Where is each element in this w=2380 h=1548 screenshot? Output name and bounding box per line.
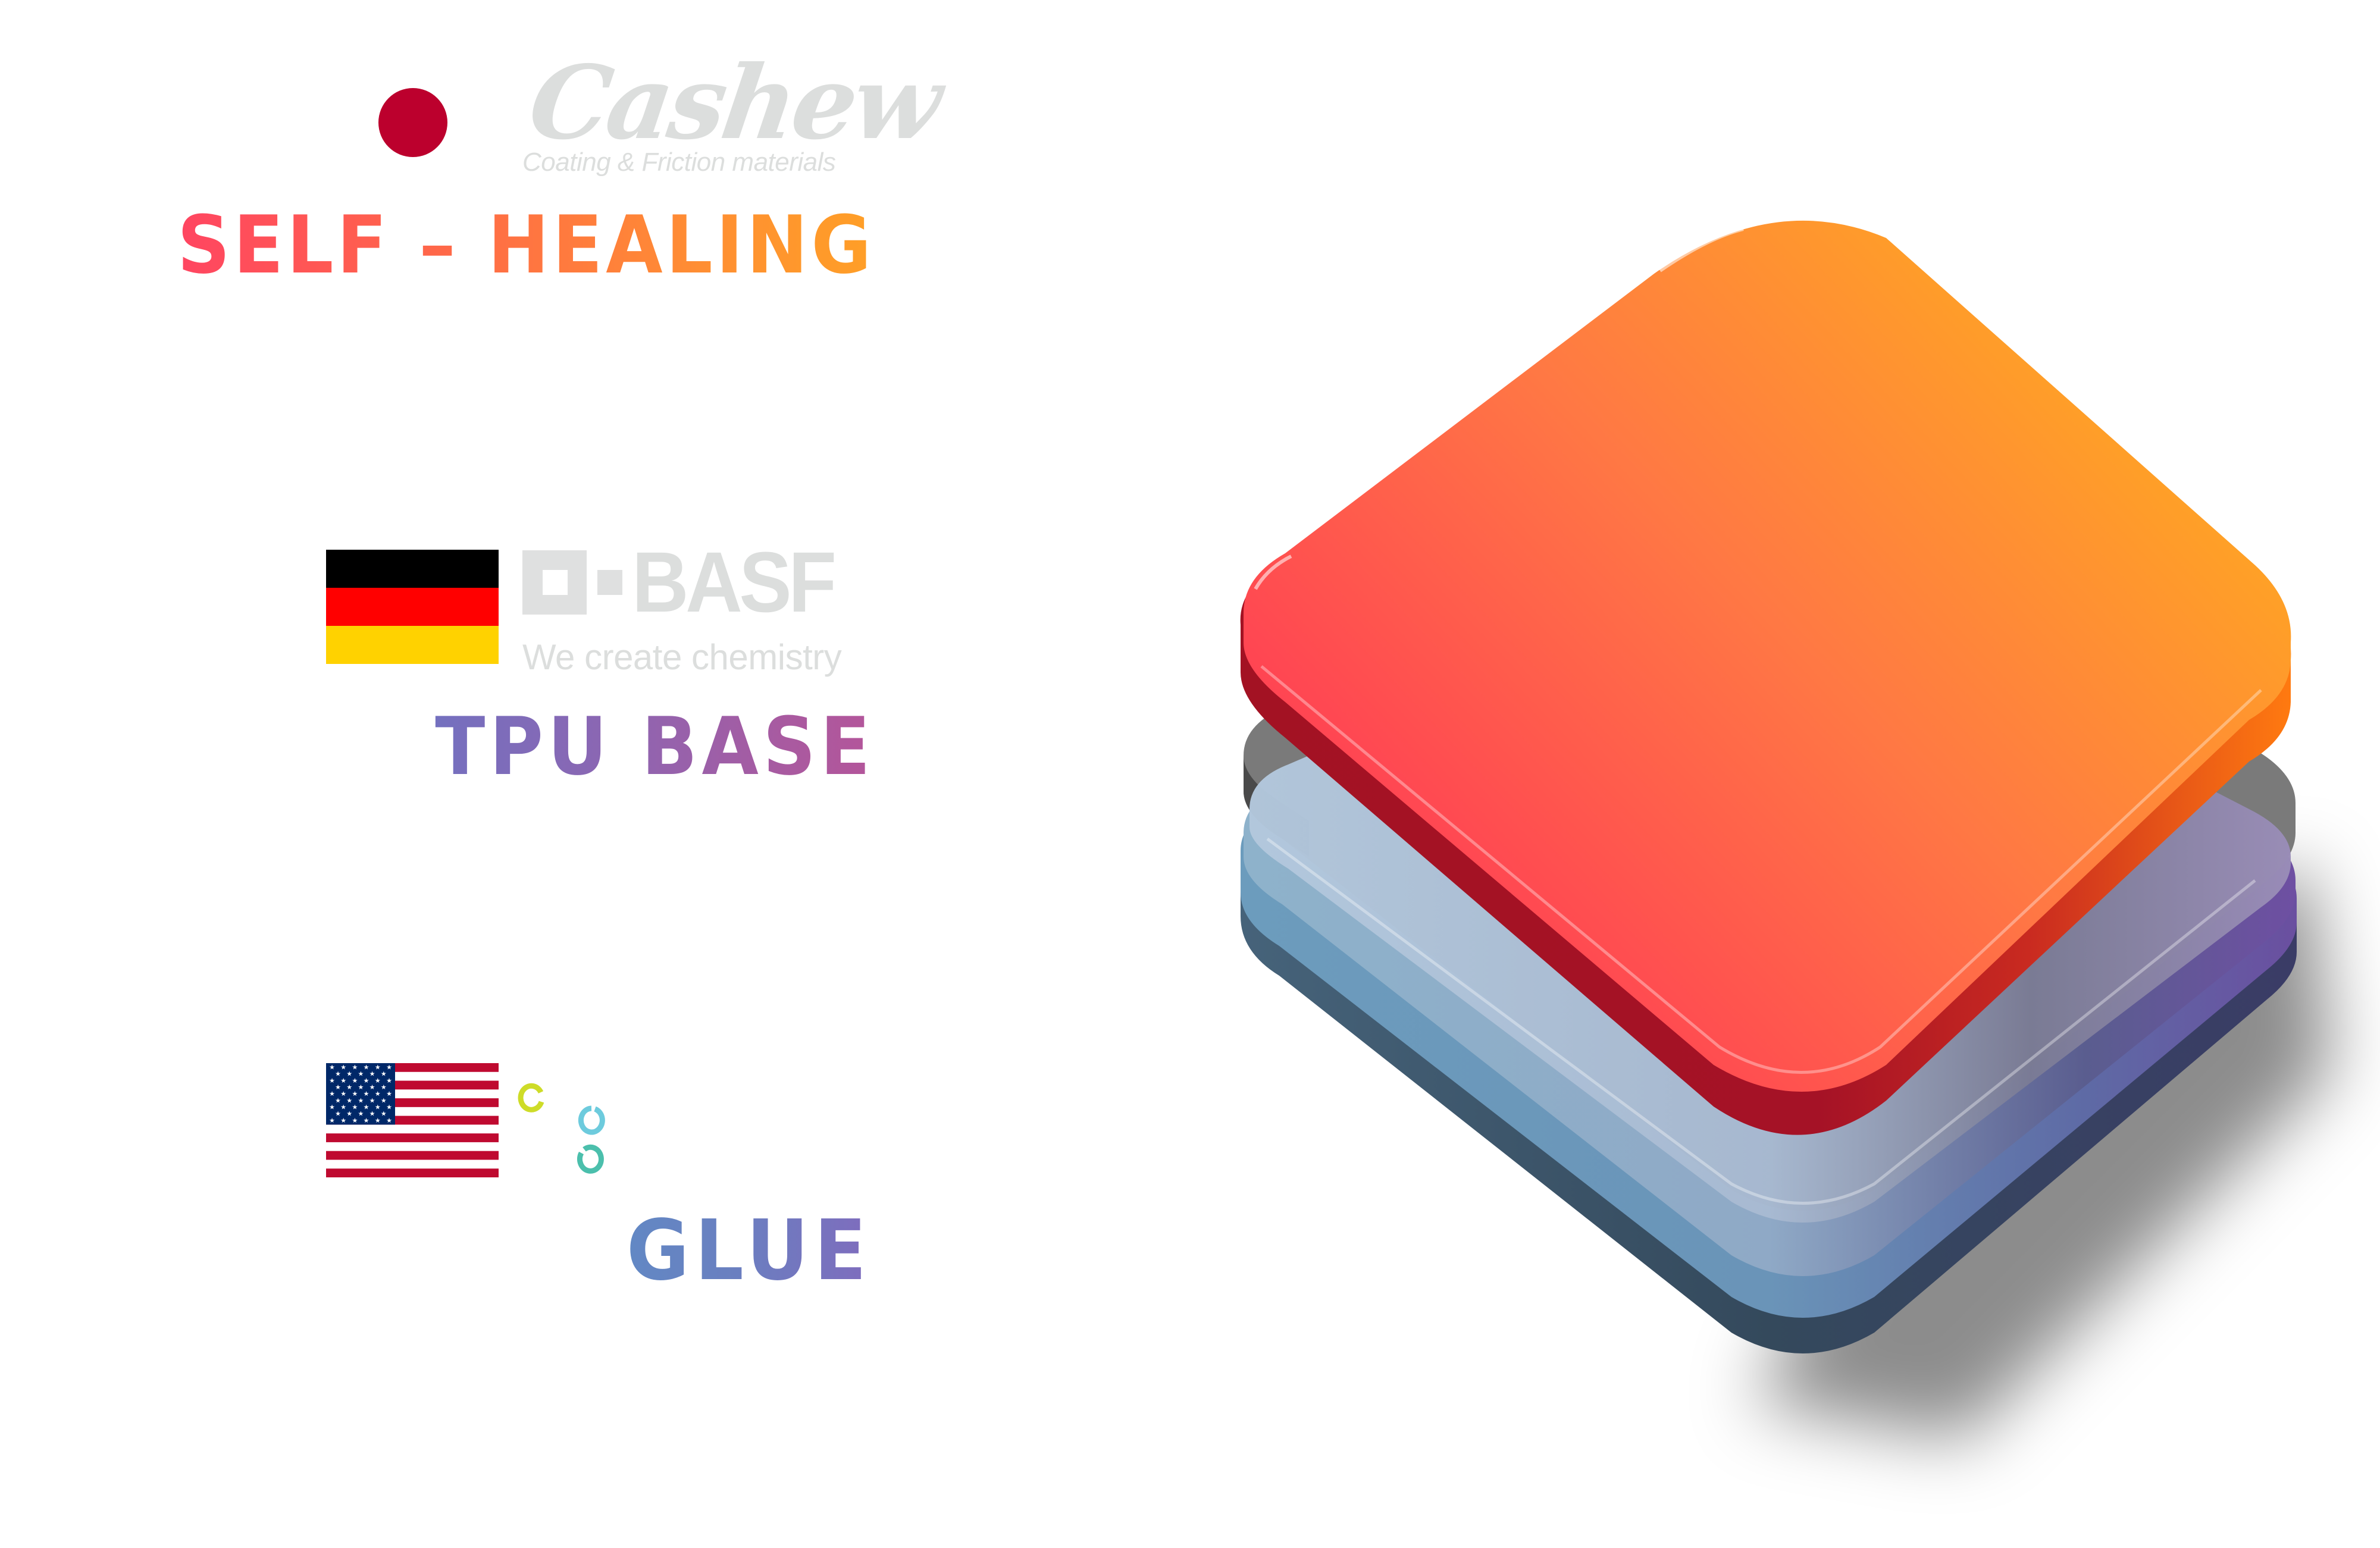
usa-flag-star-icon: ★ <box>364 1090 369 1098</box>
usa-flag-star-icon: ★ <box>335 1070 341 1078</box>
basf-square-small-icon <box>597 570 622 595</box>
usa-flag-star-icon: ★ <box>369 1070 375 1078</box>
usa-flag-star-icon: ★ <box>340 1090 346 1098</box>
usa-flag-canton <box>326 1063 395 1125</box>
usa-flag-stripe <box>326 1160 499 1169</box>
glue-title: GLUE <box>626 1202 872 1299</box>
usa-flag-star-icon: ★ <box>352 1064 358 1071</box>
cashew-logo-tagline: Coating & Friction materials <box>522 148 836 177</box>
usa-flag-stripe <box>326 1168 499 1177</box>
usa-flag-star-icon: ★ <box>381 1070 387 1078</box>
usa-flag-star-icon: ★ <box>369 1083 375 1091</box>
usa-flag-star-icon: ★ <box>346 1110 352 1118</box>
usa-flag-stripe <box>326 1151 499 1160</box>
usa-flag-star-icon: ★ <box>329 1064 335 1071</box>
usa-flag-star-icon: ★ <box>369 1096 375 1104</box>
japan-flag-icon <box>378 88 447 157</box>
usa-flag-star-icon: ★ <box>329 1117 335 1124</box>
usa-flag-star-icon: ★ <box>335 1083 341 1091</box>
usa-flag-star-icon: ★ <box>358 1083 364 1091</box>
usa-flag-star-icon: ★ <box>329 1090 335 1098</box>
usa-flag-star-icon: ★ <box>375 1090 381 1098</box>
germany-flag-black-stripe <box>326 550 499 588</box>
self-healing-plate-gloss <box>1254 227 1744 590</box>
tpu-base-title: TPU BASE <box>435 700 875 793</box>
usa-flag-star-icon: ★ <box>375 1104 381 1111</box>
usa-flag-stripe <box>326 1124 499 1134</box>
basf-logo: BASF <box>522 534 851 630</box>
usa-flag-star-icon: ★ <box>375 1077 381 1085</box>
basf-logo-wordmark: BASF <box>632 534 837 630</box>
usa-flag-star-icon: ★ <box>386 1077 392 1085</box>
usa-flag-star-icon: ★ <box>352 1090 358 1098</box>
ring-cyan-icon <box>578 1105 605 1135</box>
usa-flag-star-icon: ★ <box>346 1096 352 1104</box>
usa-flag-star-icon: ★ <box>369 1110 375 1118</box>
usa-flag-stripe <box>326 1133 499 1143</box>
usa-flag-star-icon: ★ <box>364 1077 369 1085</box>
usa-flag-star-icon: ★ <box>335 1110 341 1118</box>
usa-flag-star-icon: ★ <box>329 1104 335 1111</box>
usa-flag-star-icon: ★ <box>340 1104 346 1111</box>
three-open-rings-icon <box>518 1083 605 1174</box>
germany-flag-red-stripe <box>326 588 499 626</box>
usa-flag-star-icon: ★ <box>386 1117 392 1124</box>
usa-flag-star-icon: ★ <box>358 1070 364 1078</box>
usa-flag-star-icon: ★ <box>381 1110 387 1118</box>
usa-flag-star-icon: ★ <box>375 1064 381 1071</box>
usa-flag-star-icon: ★ <box>364 1117 369 1124</box>
usa-flag-star-icon: ★ <box>352 1104 358 1111</box>
usa-flag-star-icon: ★ <box>340 1064 346 1071</box>
usa-flag-star-icon: ★ <box>364 1104 369 1111</box>
usa-flag-star-icon: ★ <box>386 1064 392 1071</box>
usa-flag-star-icon: ★ <box>340 1117 346 1124</box>
ring-teal-icon <box>577 1144 604 1174</box>
usa-flag-star-icon: ★ <box>386 1104 392 1111</box>
usa-flag-star-icon: ★ <box>346 1070 352 1078</box>
self-healing-plate-highlight <box>1260 665 2262 1074</box>
layer-stack-illustration <box>1240 220 2332 1440</box>
usa-flag-star-icon: ★ <box>335 1096 341 1104</box>
usa-flag-stripe <box>326 1142 499 1151</box>
usa-flag-star-icon: ★ <box>346 1083 352 1091</box>
usa-flag-star-icon: ★ <box>340 1077 346 1085</box>
usa-flag-star-icon: ★ <box>381 1096 387 1104</box>
usa-flag-star-icon: ★ <box>375 1117 381 1124</box>
germany-flag-gold-stripe <box>326 626 499 664</box>
basf-square-outline-icon <box>522 550 587 615</box>
usa-flag-star-icon: ★ <box>381 1083 387 1091</box>
germany-flag-icon <box>326 550 499 664</box>
self-healing-title: SELF – HEALING <box>177 199 875 292</box>
usa-flag-star-icon: ★ <box>358 1096 364 1104</box>
usa-flag-star-icon: ★ <box>364 1064 369 1071</box>
ring-lime-icon <box>518 1083 544 1113</box>
usa-flag-star-icon: ★ <box>352 1077 358 1085</box>
usa-flag-star-icon: ★ <box>329 1077 335 1085</box>
usa-flag-star-icon: ★ <box>386 1090 392 1098</box>
usa-flag-star-icon: ★ <box>358 1110 364 1118</box>
self-healing-plate <box>1244 220 2291 1092</box>
cashew-logo-wordmark: Cashew <box>522 43 946 162</box>
basf-logo-tagline: We create chemistry <box>522 637 842 677</box>
tpu-base-plate-highlight <box>1266 837 2256 1205</box>
usa-flag-icon: ★★★★★★★★★★★★★★★★★★★★★★★★★★★★★★★★★★★★★★★★… <box>326 1063 499 1177</box>
usa-flag-star-icon: ★ <box>352 1117 358 1124</box>
